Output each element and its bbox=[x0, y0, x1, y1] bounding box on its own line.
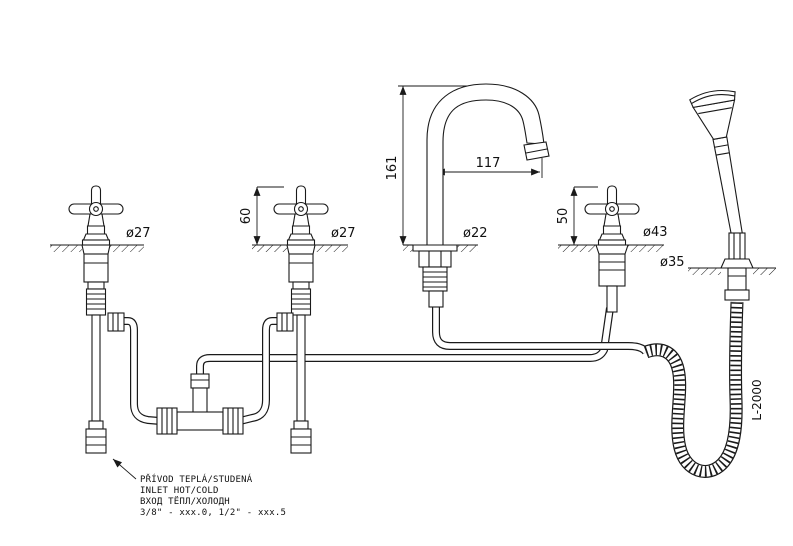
shower-handle bbox=[712, 136, 743, 237]
left-valve-side-nut bbox=[107, 312, 125, 332]
dim-valve2-diameter: ø27 bbox=[331, 226, 356, 241]
dim-valve2-height: 60 bbox=[239, 208, 254, 225]
dim-spout-height: 161 bbox=[385, 156, 400, 181]
note-line-4: 3/8" - xxx.0, 1/2" - xxx.5 bbox=[140, 508, 286, 518]
note-line-2: INLET HOT/COLD bbox=[140, 486, 219, 496]
note-line-3: ВХОД ТЁПЛ/ХОЛОДН bbox=[140, 496, 230, 507]
shower-connector-nut bbox=[728, 232, 746, 260]
second-valve-handle bbox=[273, 185, 329, 246]
dim-spout-base-diameter: ø22 bbox=[463, 226, 488, 241]
dim-valve1-diameter: ø27 bbox=[126, 226, 151, 241]
shower-deck-flange bbox=[720, 258, 754, 269]
hand-shower bbox=[689, 89, 754, 301]
installation-note: PŘÍVOD TEPLÁ/STUDENÁ INLET HOT/COLD ВХОД… bbox=[112, 458, 286, 518]
shower-hose bbox=[643, 301, 744, 478]
second-valve-side-nut bbox=[276, 312, 294, 332]
dimension-labels: ø27 ø27 60 161 117 ø22 50 ø43 ø35 L-2000 bbox=[126, 156, 764, 421]
spout bbox=[412, 83, 550, 308]
diverter bbox=[584, 185, 640, 313]
tee-connector bbox=[156, 373, 244, 435]
left-valve-handle bbox=[68, 185, 124, 246]
dim-shower-flange-diameter: ø35 bbox=[660, 255, 685, 270]
note-line-1: PŘÍVOD TEPLÁ/STUDENÁ bbox=[140, 473, 253, 485]
second-valve bbox=[273, 185, 329, 454]
left-valve bbox=[68, 185, 125, 454]
dim-diverter-diameter: ø43 bbox=[643, 225, 668, 240]
dim-hose-length: L-2000 bbox=[750, 379, 764, 420]
supply-pipes bbox=[122, 304, 650, 425]
dim-spout-reach: 117 bbox=[476, 156, 501, 171]
mounting-surface bbox=[50, 244, 776, 275]
dim-diverter-height: 50 bbox=[556, 208, 571, 225]
dimension-lines bbox=[253, 85, 598, 245]
diverter-handle bbox=[584, 185, 640, 246]
